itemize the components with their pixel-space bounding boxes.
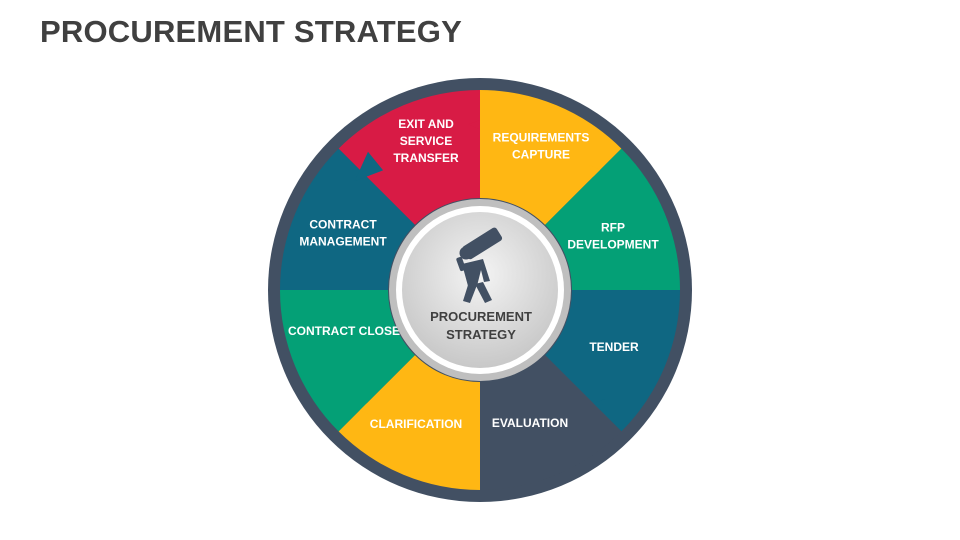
segment-contract-management[interactable]	[280, 148, 415, 290]
segment-arrow-contract-management	[354, 151, 384, 182]
segment-label-contract-close: CONTRACT CLOSE	[288, 324, 400, 338]
segment-label-requirements-capture: CAPTURE	[512, 148, 570, 162]
segment-clarification[interactable]	[338, 355, 480, 490]
segment-label-exit-and-service-transfer: SERVICE	[400, 134, 452, 148]
segment-label-exit-and-service-transfer: TRANSFER	[393, 151, 459, 165]
segment-label-rfp-development: DEVELOPMENT	[567, 238, 659, 252]
segment-rfp-development[interactable]	[545, 148, 680, 290]
segment-requirements-capture[interactable]	[480, 90, 622, 225]
segment-label-rfp-development: RFP	[601, 221, 625, 235]
hub-label-line-1: PROCUREMENT	[430, 309, 532, 324]
segment-evaluation[interactable]	[480, 355, 622, 490]
person-telescope-icon	[456, 227, 503, 303]
segment-label-requirements-capture: REQUIREMENTS	[493, 131, 590, 145]
hub-label-line-2: STRATEGY	[446, 327, 516, 342]
segment-tender[interactable]	[545, 290, 680, 432]
segment-exit-and-service-transfer[interactable]	[338, 90, 480, 225]
segment-label-evaluation: EVALUATION	[492, 416, 568, 430]
segment-label-exit-and-service-transfer: EXIT AND	[398, 117, 454, 131]
hub[interactable]: PROCUREMENT STRATEGY	[389, 199, 571, 381]
page-title: PROCUREMENT STRATEGY	[40, 14, 462, 49]
segment-label-contract-management: CONTRACT	[309, 218, 377, 232]
segment-label-contract-management: MANAGEMENT	[299, 235, 387, 249]
segment-label-tender: TENDER	[589, 340, 639, 354]
segment-contract-close[interactable]	[280, 290, 415, 432]
segment-label-clarification: CLARIFICATION	[370, 417, 462, 431]
